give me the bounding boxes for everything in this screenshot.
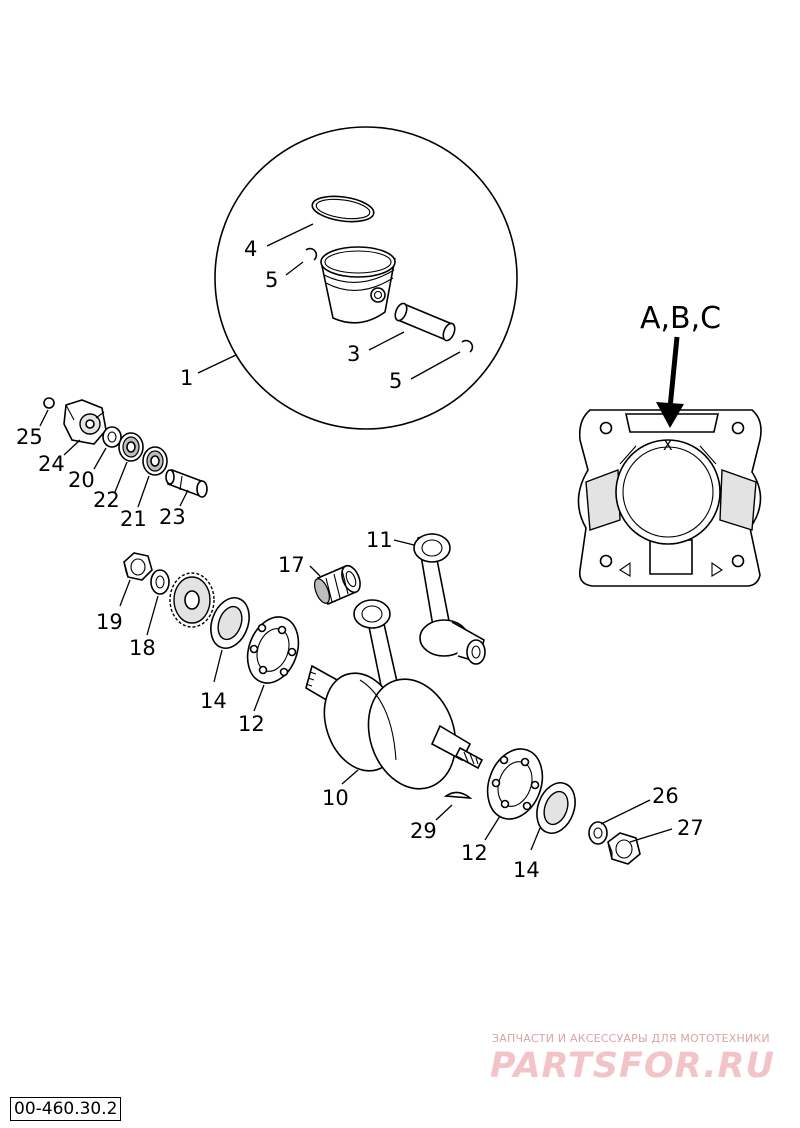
main-bearing-12-left <box>246 616 300 684</box>
piston-detail-circle <box>214 126 518 430</box>
crankshaft-10 <box>305 599 484 790</box>
callout-5-upper: 5 <box>265 268 278 292</box>
callout-24: 24 <box>38 452 65 476</box>
cylinder-base <box>577 409 762 587</box>
connecting-rod-11 <box>413 532 486 665</box>
callout-10: 10 <box>322 786 349 810</box>
callout-23: 23 <box>159 505 186 529</box>
circlip-lower <box>461 339 474 353</box>
marking-x: X <box>663 438 673 454</box>
needle-bearing-17 <box>314 564 361 606</box>
piston-ring <box>311 195 375 223</box>
shaft-assembly <box>43 397 208 498</box>
callout-29: 29 <box>410 819 437 843</box>
callout-22: 22 <box>93 488 120 512</box>
watermark-caption: ЗАПЧАСТИ И АКСЕССУАРЫ ДЛЯ МОТОТЕХНИКИ <box>492 1032 770 1045</box>
callout-20: 20 <box>68 468 95 492</box>
seal-14-right <box>536 782 576 834</box>
callout-17: 17 <box>278 553 305 577</box>
diagram-code: 00-460.30.2 <box>10 1097 122 1121</box>
callout-11: 11 <box>366 528 393 552</box>
marking-arrow-label: A,B,C <box>640 301 721 336</box>
callout-27: 27 <box>677 816 704 840</box>
callout-25: 25 <box>16 425 43 449</box>
callout-21: 21 <box>120 507 147 531</box>
washer-20 <box>102 426 122 448</box>
main-bearing-12-right <box>486 748 544 820</box>
callout-14-left: 14 <box>200 689 227 713</box>
callout-18: 18 <box>129 636 156 660</box>
callout-4: 4 <box>244 237 257 261</box>
washer-26 <box>588 821 608 845</box>
bearing-21 <box>142 446 168 476</box>
callout-14-right: 14 <box>513 858 540 882</box>
callout-5-lower: 5 <box>389 369 402 393</box>
nut-19 <box>123 552 153 581</box>
bearing-22 <box>118 432 144 462</box>
shaft-23 <box>165 468 208 498</box>
callout-12-left: 12 <box>238 712 265 736</box>
seal-14-left <box>210 597 250 649</box>
piston <box>320 246 396 324</box>
marking-arrow <box>656 336 684 428</box>
circlip-upper <box>305 247 318 261</box>
callout-3: 3 <box>347 342 360 366</box>
watermark-logo: PARTSFOR.RU <box>490 1046 775 1086</box>
gear <box>169 572 215 628</box>
callout-19: 19 <box>96 610 123 634</box>
callout-12-right: 12 <box>461 841 488 865</box>
nut-27 <box>607 832 641 865</box>
callout-26: 26 <box>652 784 679 808</box>
washer-18 <box>150 569 170 595</box>
piston-pin <box>394 302 456 342</box>
leader-lines <box>39 223 673 851</box>
callout-1: 1 <box>180 366 193 390</box>
impeller-24 <box>63 399 107 445</box>
woodruff-key-29 <box>443 791 473 800</box>
retaining-ring-25 <box>43 397 55 409</box>
